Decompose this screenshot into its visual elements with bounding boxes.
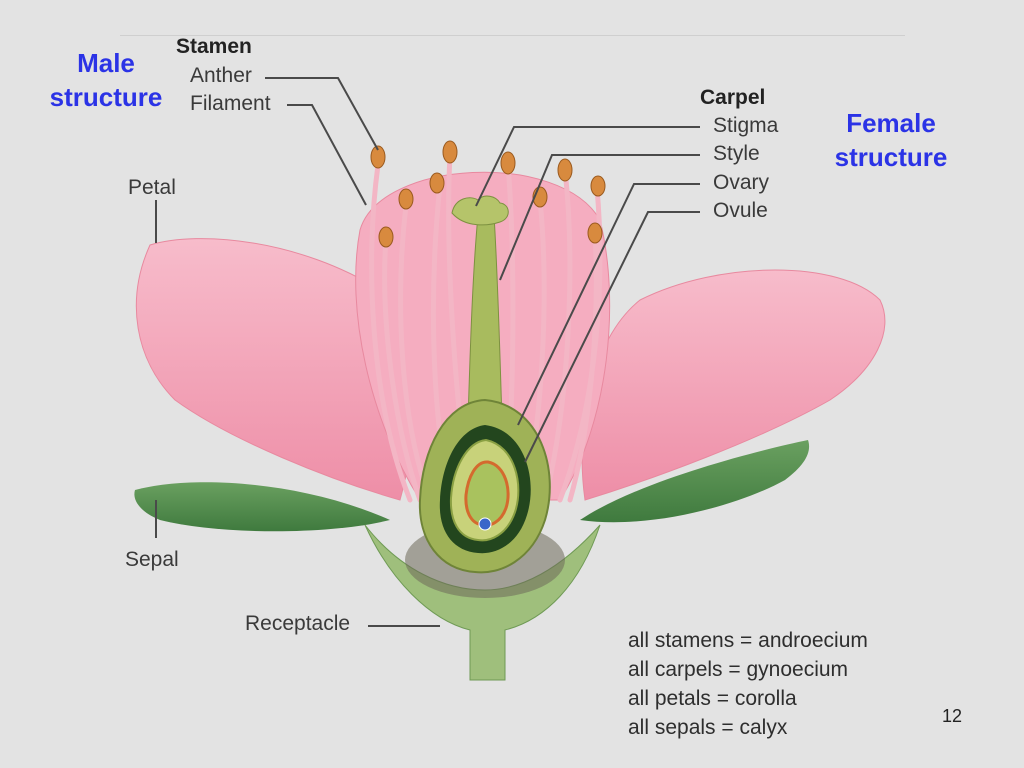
leader-lines	[155, 77, 700, 627]
note-calyx: all sepals = calyx	[628, 716, 788, 739]
label-sepal: Sepal	[125, 548, 179, 571]
right-sepal	[580, 440, 810, 523]
note-androecium: all stamens = androecium	[628, 629, 868, 652]
anthers	[370, 140, 606, 248]
right-petal	[581, 269, 886, 501]
stigma	[451, 195, 509, 226]
label-filament: Filament	[190, 92, 271, 115]
ovule-nucleus	[478, 517, 492, 531]
label-carpel: Carpel	[700, 86, 766, 109]
terminology-notes: all stamens = androecium all carpels = g…	[628, 626, 868, 742]
label-style: Style	[713, 142, 760, 165]
label-stigma: Stigma	[713, 114, 779, 137]
label-anther: Anther	[190, 64, 252, 87]
left-sepal	[134, 482, 390, 532]
male-structure-heading: Male structure	[44, 46, 168, 114]
label-petal: Petal	[128, 176, 176, 199]
label-stamen: Stamen	[176, 35, 252, 58]
top-rule	[120, 35, 905, 36]
female-heading-line2: structure	[834, 142, 948, 172]
label-ovule: Ovule	[713, 199, 768, 222]
label-receptacle: Receptacle	[245, 612, 351, 635]
male-heading-line1: Male	[77, 48, 135, 78]
page-number: 12	[941, 706, 962, 726]
male-heading-line2: structure	[49, 82, 163, 112]
ovule	[464, 460, 510, 527]
female-structure-heading: Female structure	[826, 106, 956, 174]
note-corolla: all petals = corolla	[628, 687, 797, 710]
label-ovary: Ovary	[713, 171, 770, 194]
left-petal	[135, 238, 414, 501]
note-gynoecium: all carpels = gynoecium	[628, 658, 849, 681]
female-heading-line1: Female	[846, 108, 936, 138]
